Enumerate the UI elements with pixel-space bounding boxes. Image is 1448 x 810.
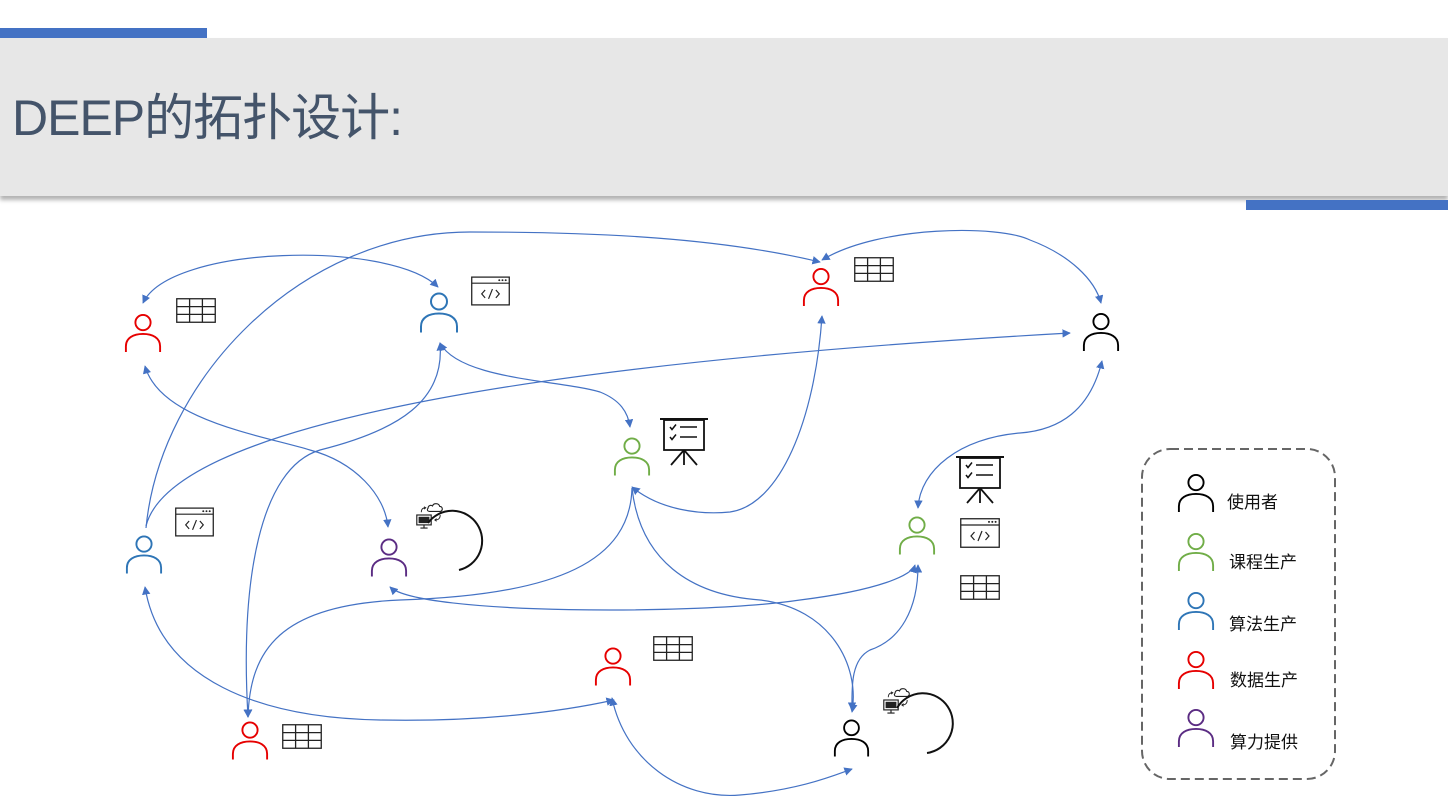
legend-label-algorithm: 算法生产 (1229, 615, 1297, 634)
table-icon (176, 298, 216, 323)
data-producer-person-icon (231, 721, 269, 761)
edge-data2-user1 (821, 229, 1104, 304)
edge-algo1-course1 (439, 342, 634, 428)
title-band (0, 38, 1448, 196)
legend-compute-icon (1177, 708, 1215, 748)
course-producer-person-icon (898, 516, 936, 556)
cloud-compute-icon (883, 688, 910, 714)
node-data-4 (231, 721, 322, 761)
code-window-icon (960, 518, 1000, 548)
code-window-icon (471, 276, 510, 306)
legend-user-icon (1177, 473, 1215, 513)
edge-course1-data2 (631, 315, 826, 514)
node-data-3 (594, 636, 693, 687)
legend-data-icon (1177, 650, 1215, 690)
accent-bar-top (0, 28, 207, 38)
user-person-icon (833, 719, 870, 758)
node-user-2 (833, 688, 954, 758)
course-producer-person-icon (613, 437, 651, 477)
node-user-1 (1082, 312, 1120, 352)
cycle-icon (427, 509, 484, 571)
table-icon (960, 575, 1000, 600)
presentation-board-icon (659, 418, 709, 466)
legend-label-user: 使用者 (1227, 492, 1278, 512)
legend: 使用者 课程生产 算法生产 数据生产 算力提供 (1141, 448, 1336, 780)
data-producer-person-icon (124, 313, 162, 353)
presentation-board-icon (955, 456, 1005, 504)
user-person-icon (1082, 312, 1120, 352)
algorithm-producer-person-icon (125, 535, 163, 575)
legend-algorithm-icon (1177, 591, 1215, 631)
compute-provider-person-icon (370, 538, 408, 578)
cycle-icon (896, 692, 954, 754)
page-title: DEEP的拓扑设计: (12, 90, 403, 146)
edge-user1-course2 (914, 360, 1105, 509)
edge-data1-compute1 (142, 365, 392, 528)
edge-course2-user2 (847, 564, 923, 711)
code-window-icon (175, 507, 214, 537)
algorithm-producer-person-icon (419, 292, 459, 333)
legend-course-icon (1177, 532, 1215, 572)
legend-frame (1141, 448, 1336, 780)
node-algo-1 (419, 276, 510, 333)
legend-label-course: 课程生产 (1229, 553, 1297, 572)
data-producer-person-icon (594, 647, 632, 687)
legend-label-data: 数据生产 (1230, 671, 1298, 690)
edge-course1-data4 (244, 487, 633, 718)
table-icon (854, 257, 894, 282)
edge-data1-algo1 (142, 254, 439, 304)
data-producer-person-icon (802, 267, 840, 307)
node-course-1 (613, 418, 709, 477)
edge-compute1-course2 (389, 564, 917, 611)
edges (142, 229, 1105, 796)
node-compute-1 (370, 503, 484, 578)
edge-algo1-data4 (243, 342, 445, 718)
edge-algo2-data2 (145, 231, 821, 529)
edge-course1-user2 (631, 487, 858, 713)
node-data-2 (802, 257, 894, 307)
node-algo-2 (125, 507, 214, 575)
legend-label-compute: 算力提供 (1230, 733, 1298, 752)
accent-bar-bottom (1246, 200, 1448, 210)
node-data-1 (124, 298, 216, 353)
edge-data3-user2 (609, 697, 853, 796)
table-icon (653, 636, 693, 661)
edge-algo2-user1 (145, 329, 1071, 527)
table-icon (282, 724, 322, 749)
edge-algo2-data3 (142, 586, 615, 721)
node-course-2 (898, 456, 1005, 600)
cloud-compute-icon (416, 503, 443, 529)
